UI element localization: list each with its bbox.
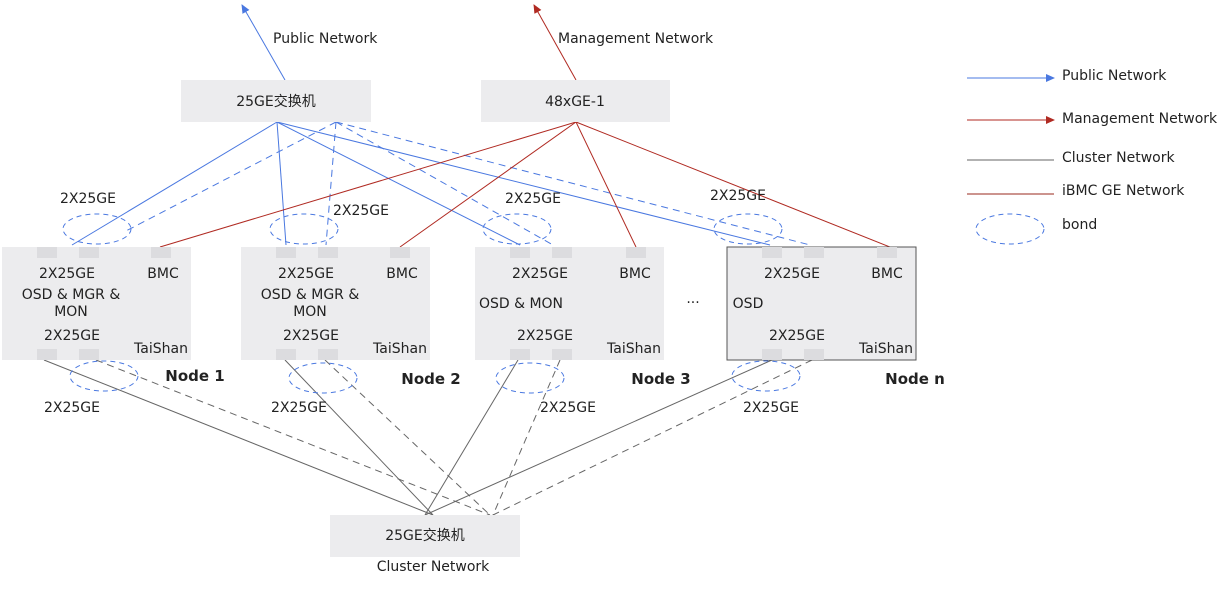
node-name: Node 1 [165,367,224,385]
public-network-bond-links [123,121,811,246]
node-role-line1: OSD [733,296,764,312]
legend-item-bond: bond [975,213,1097,245]
legend-item-ibmc: iBMC GE Network [967,183,1185,199]
bond-ellipse-icon [269,213,339,245]
bond-ellipse-icon [288,362,358,394]
node-name: Node 2 [401,370,460,388]
public-switch-label: 25GE交换机 [236,93,316,110]
cluster-switch: 25GE交换机 [330,515,520,557]
cluster-network-links [43,359,773,516]
node-top-port-label: 2X25GE [764,266,820,282]
node-server-label: TaiShan [858,341,913,357]
legend-label: Public Network [1062,68,1167,84]
node-role-line1: OSD & MON [479,296,563,312]
node-bottom-port-label: 2X25GE [517,328,573,344]
legend-label: Management Network [1062,111,1218,127]
node-role-line2: MON [54,304,88,320]
node-1: 2X25GE BMC OSD & MGR & MON 2X25GE TaiSha… [2,247,225,385]
management-switch-label: 48xGE-1 [545,94,605,110]
management-uplink-arrow [533,4,577,81]
management-network-uplink-label: Management Network [558,31,714,47]
node-name: Node n [885,370,945,388]
node-bmc-label: BMC [871,266,903,282]
bond-ellipse-icon [713,213,783,245]
ibmc-network-links [159,121,891,248]
node-server-label: TaiShan [133,341,188,357]
node-server-label: TaiShan [372,341,427,357]
bond-ellipses [62,213,801,394]
node-role-line1: OSD & MGR & [261,287,360,303]
public-switch: 25GE交换机 [181,80,371,122]
bond-speed-label: 2X25GE [505,191,561,207]
bond-speed-label: 2X25GE [540,400,596,416]
connection-lines [43,4,891,516]
node-top-port-label: 2X25GE [278,266,334,282]
bond-speed-label: 2X25GE [271,400,327,416]
legend-label: iBMC GE Network [1062,183,1185,199]
node-role-line2: MON [293,304,327,320]
public-network-links [71,121,771,246]
public-uplink-arrow [241,4,286,81]
node-top-port-label: 2X25GE [512,266,568,282]
bond-ellipse-icon [69,360,139,392]
bond-ellipse-icon [975,213,1045,245]
legend-label: Cluster Network [1062,150,1175,166]
node-bmc-label: BMC [386,266,418,282]
node-bmc-label: BMC [147,266,179,282]
legend-item-cluster: Cluster Network [967,150,1175,166]
cluster-network-label: Cluster Network [377,559,490,575]
legend-label: bond [1062,217,1097,233]
bond-speed-label: 2X25GE [60,191,116,207]
bond-speed-label: 2X25GE [333,203,389,219]
bond-ellipse-icon [495,362,565,394]
bond-speed-label: 2X25GE [743,400,799,416]
legend: Public Network Management Network Cluste… [967,68,1218,245]
node-bmc-label: BMC [619,266,651,282]
legend-item-public: Public Network [967,68,1167,84]
node-bottom-port-label: 2X25GE [44,328,100,344]
bond-ellipse-icon [731,360,801,392]
node-bottom-port-label: 2X25GE [769,328,825,344]
bond-ellipse-icon [482,213,552,245]
node-server-label: TaiShan [606,341,661,357]
bond-speed-label: 2X25GE [44,400,100,416]
node-role-line1: OSD & MGR & [22,287,121,303]
node-top-port-label: 2X25GE [39,266,95,282]
node-name: Node 3 [631,370,690,388]
bond-speed-label: 2X25GE [710,188,766,204]
node-bottom-port-label: 2X25GE [283,328,339,344]
public-network-uplink-label: Public Network [273,31,378,47]
bond-ellipse-icon [62,213,132,245]
nodes-ellipsis: ... [686,291,699,307]
node-2: 2X25GE BMC OSD & MGR & MON 2X25GE TaiSha… [241,247,461,388]
node-n: 2X25GE BMC OSD 2X25GE TaiShan Node n [726,246,945,388]
node-3: 2X25GE BMC OSD & MON 2X25GE TaiShan Node… [475,247,691,388]
legend-item-management: Management Network [967,111,1218,127]
cluster-switch-label: 25GE交换机 [385,527,465,544]
management-switch: 48xGE-1 [481,80,670,122]
